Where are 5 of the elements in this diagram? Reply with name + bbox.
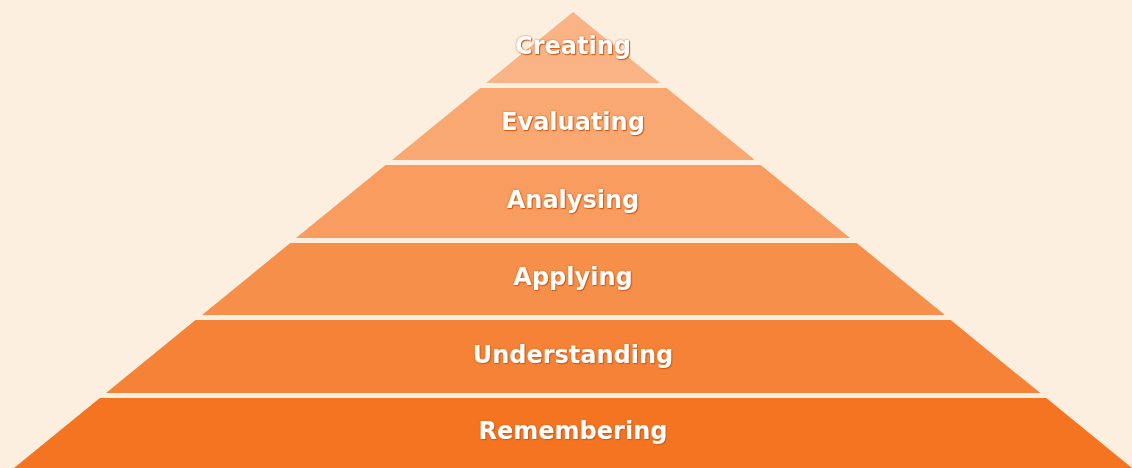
level-label: Understanding: [472, 340, 674, 369]
level-label: Applying: [513, 263, 633, 291]
level-label: Evaluating: [501, 108, 645, 136]
level-label: Remembering: [478, 417, 668, 445]
level-label: Analysing: [506, 185, 640, 214]
